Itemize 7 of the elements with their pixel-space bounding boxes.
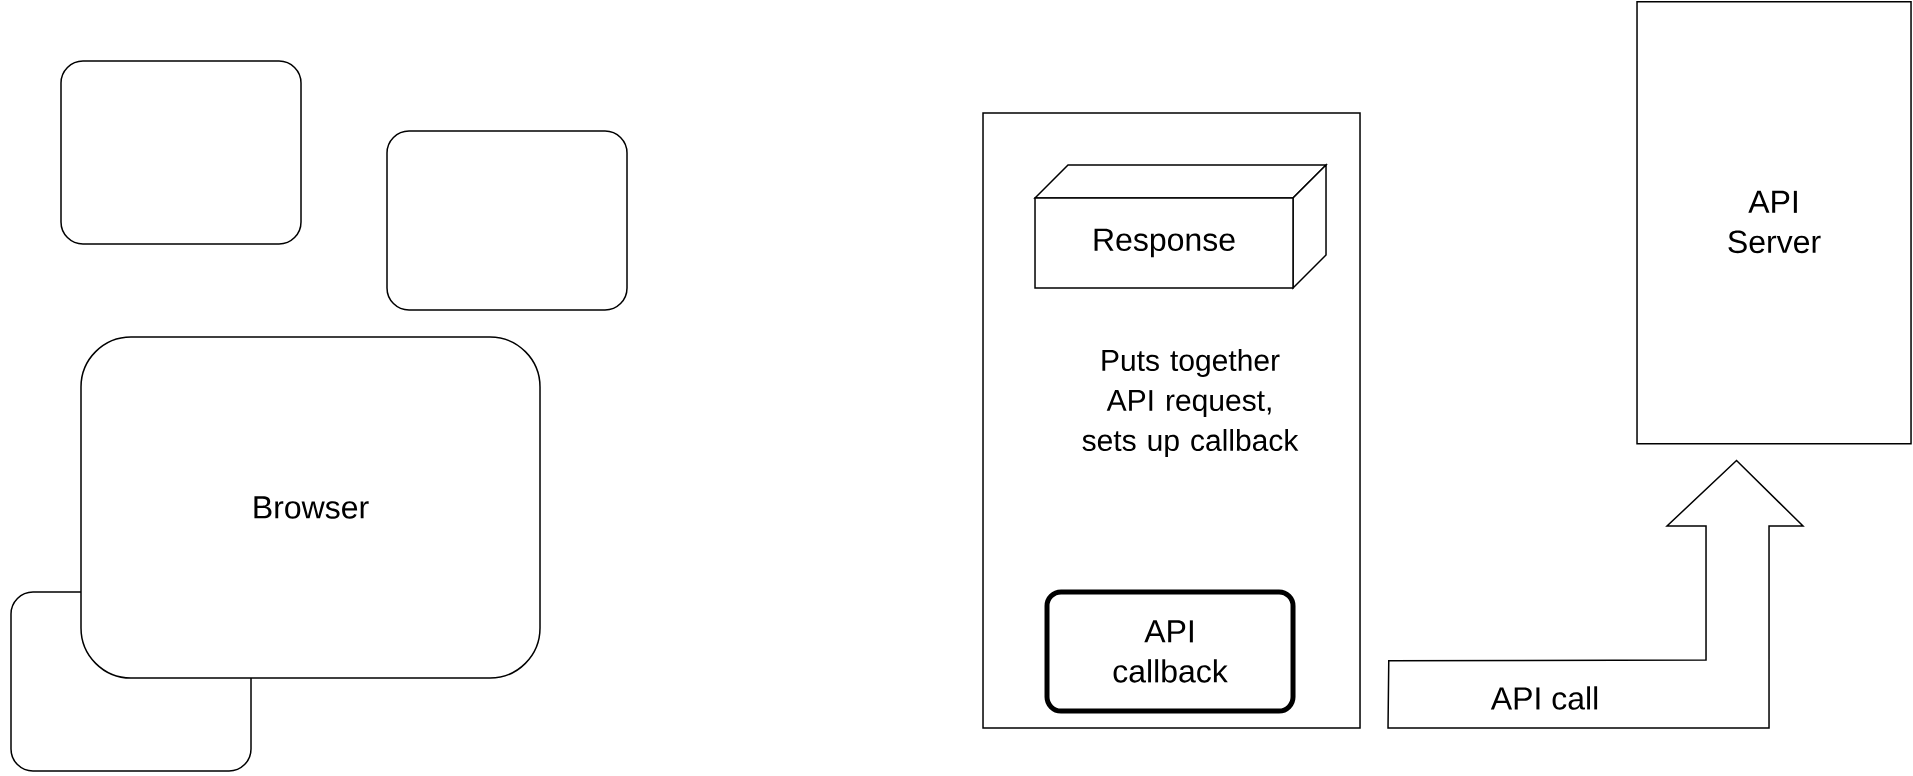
callback-box: API callback — [1044, 589, 1296, 714]
server-box: API Server — [1636, 1, 1912, 445]
window-box — [60, 60, 302, 245]
edge-label: API call — [1488, 684, 1602, 712]
window-box — [386, 130, 628, 311]
browser-window: Browser — [80, 336, 541, 679]
block-arrow — [1387, 459, 1805, 729]
